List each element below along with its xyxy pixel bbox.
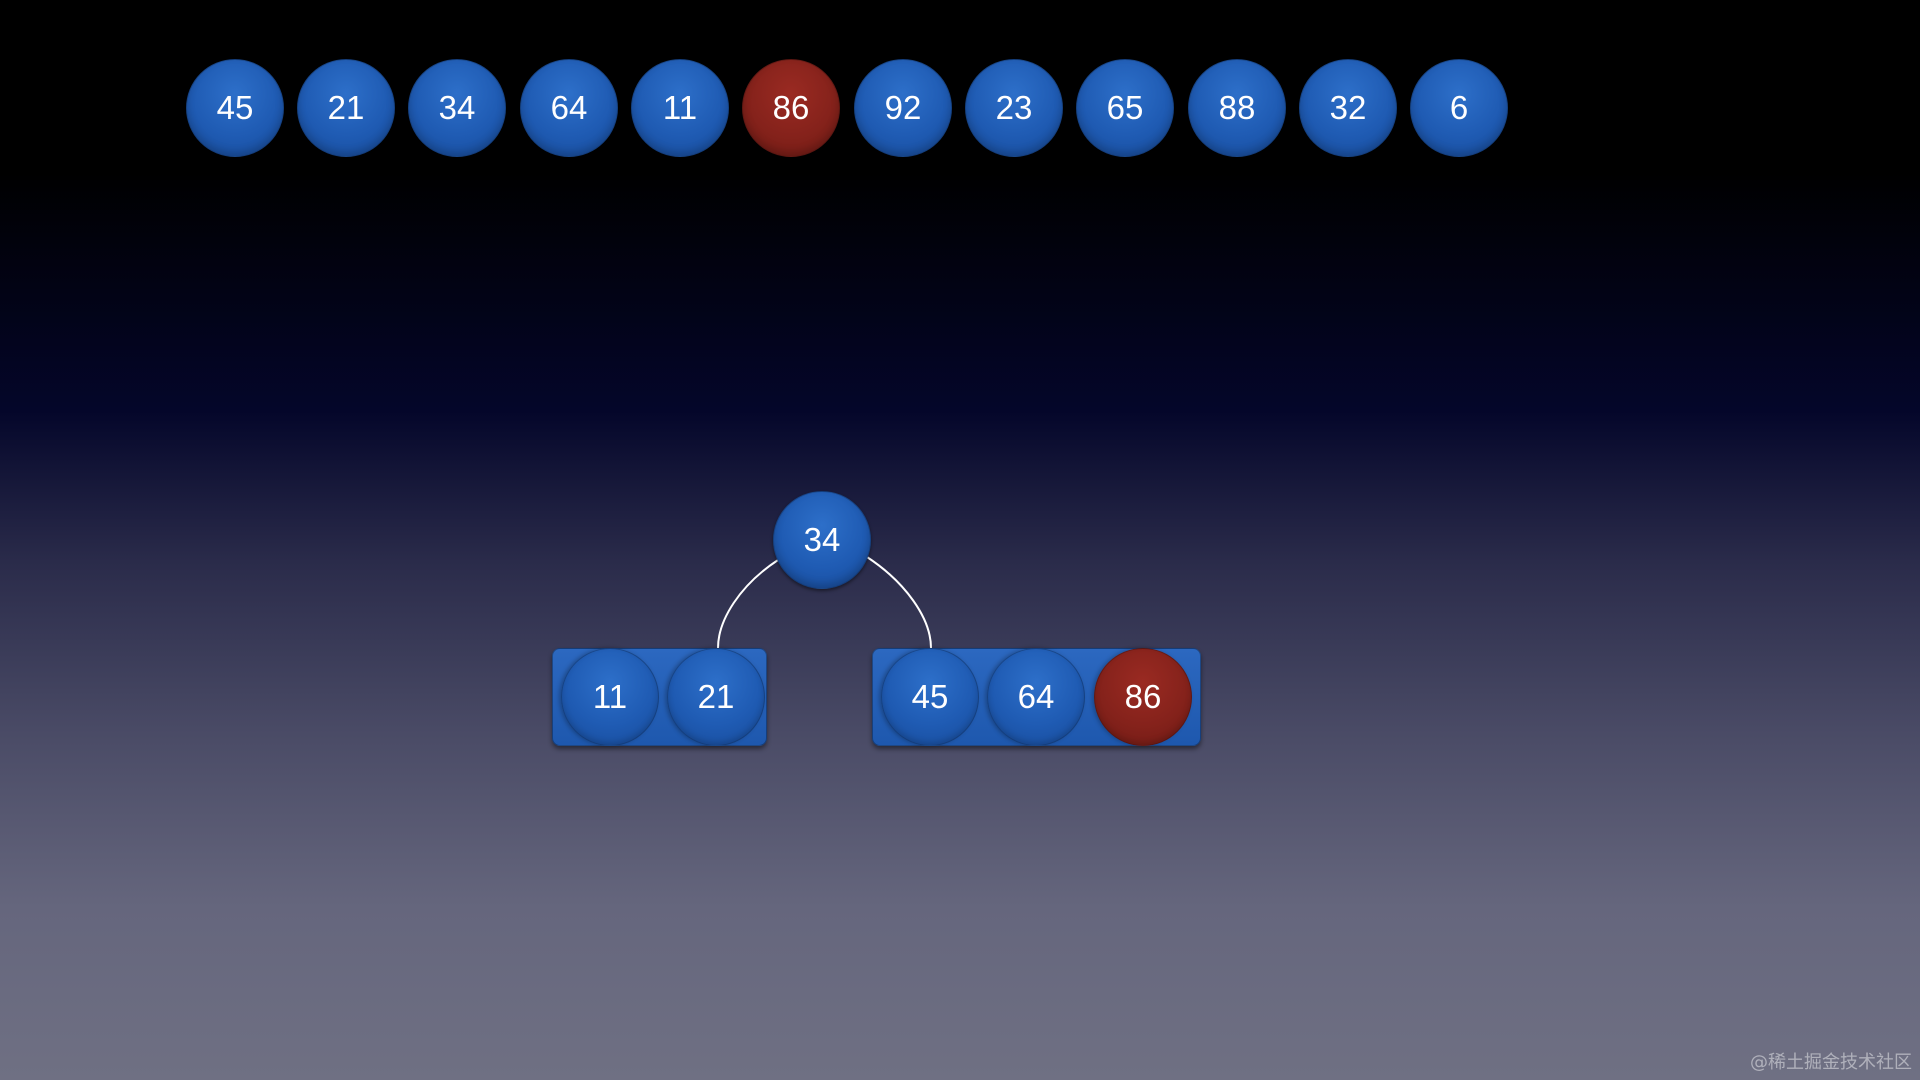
partition-ball: 21 — [667, 648, 765, 746]
right-branch-line — [866, 556, 932, 649]
watermark: @稀土掘金技术社区 — [1750, 1052, 1912, 1073]
array-ball: 64 — [520, 59, 618, 157]
array-ball: 65 — [1076, 59, 1174, 157]
array-ball: 23 — [965, 59, 1063, 157]
array-ball: 34 — [408, 59, 506, 157]
array-ball: 21 — [297, 59, 395, 157]
partition-ball: 64 — [987, 648, 1085, 746]
array-ball: 32 — [1299, 59, 1397, 157]
array-ball: 6 — [1410, 59, 1508, 157]
array-ball: 88 — [1188, 59, 1286, 157]
array-ball: 92 — [854, 59, 952, 157]
partition-ball: 11 — [561, 648, 659, 746]
array-ball-highlighted: 86 — [742, 59, 840, 157]
right-partition-group: 45 64 86 — [872, 648, 1201, 746]
left-branch-line — [717, 559, 779, 649]
array-ball: 45 — [186, 59, 284, 157]
pivot-node: 34 — [773, 491, 871, 589]
left-partition-group: 11 21 — [552, 648, 767, 746]
array-ball: 11 — [631, 59, 729, 157]
partition-ball: 45 — [881, 648, 979, 746]
partition-ball-highlighted: 86 — [1094, 648, 1192, 746]
